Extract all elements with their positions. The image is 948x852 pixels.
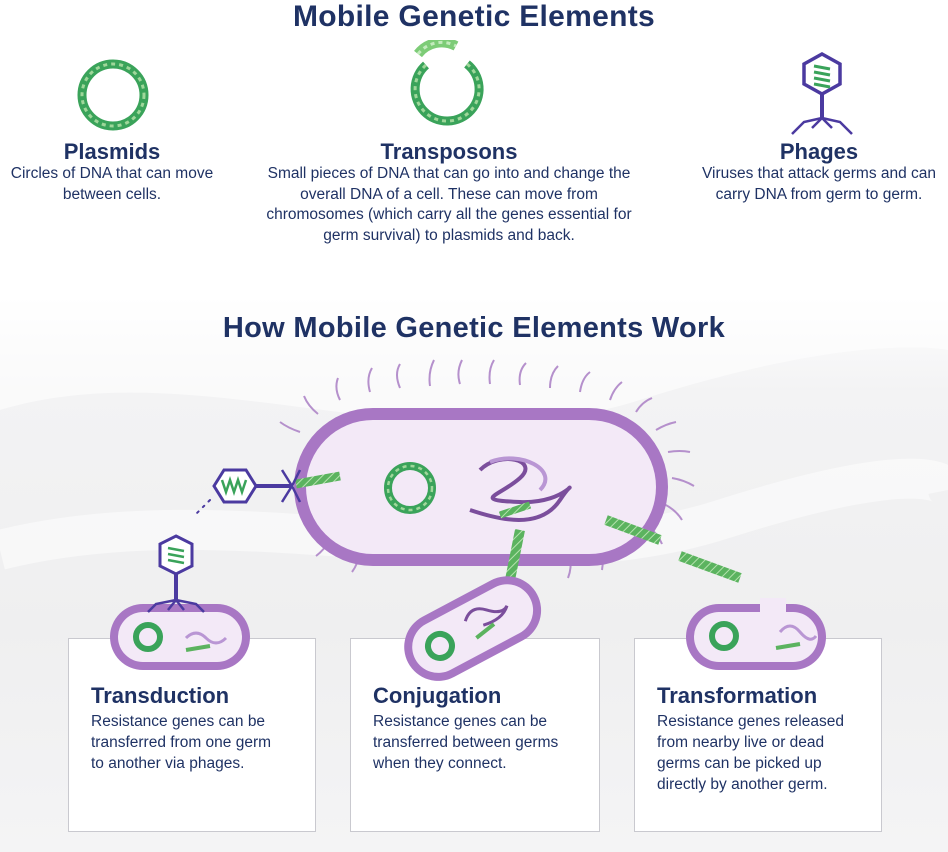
plasmids-column: Plasmids Circles of DNA that can move be… (0, 140, 224, 205)
transposons-title: Transposons (380, 139, 518, 164)
phages-column: Phages Viruses that attack germs and can… (700, 140, 938, 205)
conjugation-cell (404, 576, 542, 681)
transformation-cell (686, 598, 826, 670)
transformation-card: Transformation Resistance genes released… (634, 638, 882, 832)
conjugation-description: Resistance genes can be transferred betw… (373, 713, 559, 772)
conjugation-title: Conjugation (373, 683, 502, 708)
dna-fragment (604, 515, 662, 545)
plasmids-title: Plasmids (63, 139, 161, 164)
transposons-description: Small pieces of DNA that can go into and… (266, 165, 632, 244)
plasmid-icon (77, 59, 149, 131)
phage-transduction (147, 534, 205, 613)
page-title: Mobile Genetic Elements (293, 0, 655, 33)
dna-fragment (678, 551, 742, 583)
phages-description: Viruses that attack germs and can carry … (701, 165, 937, 203)
donor-cell (279, 359, 695, 579)
transposons-column: Transposons Small pieces of DNA that can… (262, 140, 636, 246)
phages-title: Phages (779, 139, 859, 164)
transduction-card: Transduction Resistance genes can be tra… (68, 638, 316, 832)
phage-icon (791, 51, 853, 135)
transduction-cell (110, 604, 250, 670)
plasmids-description: Circles of DNA that can move between cel… (10, 165, 214, 203)
transformation-title: Transformation (657, 683, 818, 708)
phage-attaching (195, 468, 302, 515)
transduction-title: Transduction (91, 683, 230, 708)
section-subtitle: How Mobile Genetic Elements Work (222, 312, 726, 344)
transduction-description: Resistance genes can be transferred from… (91, 713, 272, 772)
transformation-description: Resistance genes released from nearby li… (657, 713, 844, 793)
transposon-icon (410, 40, 484, 126)
dna-fragment (295, 471, 341, 489)
